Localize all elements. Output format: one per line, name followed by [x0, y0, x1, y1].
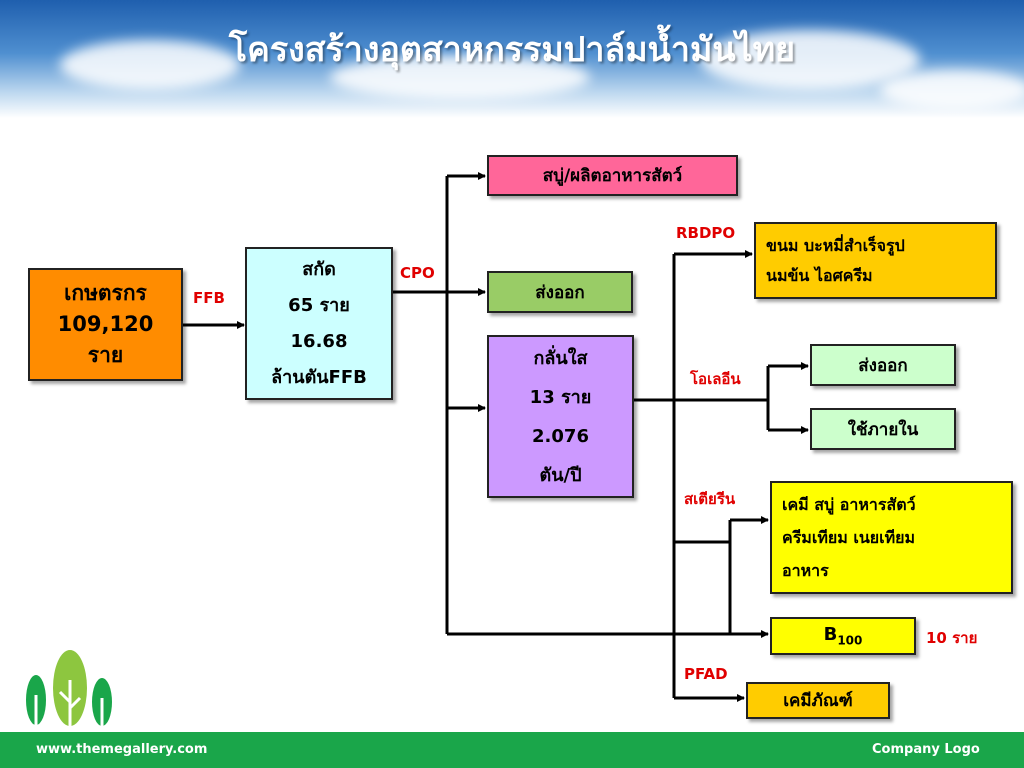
- extract-line1: สกัด: [302, 258, 336, 280]
- footer-website[interactable]: www.themegallery.com: [36, 742, 208, 757]
- refine-line3: 2.076: [532, 425, 589, 447]
- b100-subscript: 100: [837, 633, 863, 648]
- page-title: โครงสร้างอุตสาหกรรมปาล์มน้ำมันไทย: [228, 30, 796, 70]
- stearin-label: สเตียรีน: [684, 490, 736, 508]
- rbdpo-label: RBDPO: [676, 224, 736, 242]
- export-cpo-box: ส่งออก: [487, 271, 633, 313]
- refine-line4: ตัน/ปี: [539, 464, 582, 486]
- stearin-products-line1: เคมี สบู่ อาหารสัตว์: [782, 495, 916, 514]
- extract-line2: 65 ราย: [288, 294, 350, 316]
- olein-domestic-label: ใช้ภายใน: [847, 419, 919, 440]
- footer-bar: [0, 732, 1024, 768]
- farmer-line1: เกษตรกร: [64, 281, 147, 305]
- pfad-products-box: เคมีภัณฑ์: [746, 682, 890, 719]
- ffb-label: FFB: [193, 289, 225, 307]
- rbdpo-products-line2: นมข้น ไอศครีม: [766, 265, 873, 285]
- cloud-decoration: [60, 40, 240, 90]
- refine-line2: 13 ราย: [529, 386, 592, 408]
- refine-line1: กลั่นใส: [533, 347, 588, 369]
- footer-company-logo: Company Logo: [872, 742, 980, 757]
- farmer-line2: 109,120: [57, 312, 154, 336]
- cloud-decoration: [330, 55, 590, 100]
- soap-feed-box: สบู่/ผลิตอาหารสัตว์: [487, 155, 738, 196]
- farmer-box: เกษตรกร 109,120 ราย: [28, 268, 183, 381]
- stearin-products-line3: อาหาร: [782, 561, 829, 580]
- cloud-decoration: [880, 70, 1024, 110]
- tree-logo-icon: [26, 650, 112, 734]
- b100-count-label: 10 ราย: [926, 629, 978, 647]
- refine-box: กลั่นใส 13 ราย 2.076 ตัน/ปี: [487, 335, 634, 498]
- cloud-decoration: [700, 30, 920, 90]
- pfad-products-label: เคมีภัณฑ์: [783, 691, 853, 711]
- stearin-products-box: เคมี สบู่ อาหารสัตว์ ครีมเทียม เนยเทียม …: [770, 481, 1013, 594]
- b100-label: B100: [824, 624, 863, 648]
- olein-export-label: ส่งออก: [858, 355, 908, 376]
- extract-line4: ล้านตันFFB: [271, 366, 367, 388]
- b100-box: B100: [770, 617, 916, 655]
- cpo-label: CPO: [400, 264, 435, 282]
- soap-feed-label: สบู่/ผลิตอาหารสัตว์: [542, 166, 683, 186]
- olein-label: โอเลอีน: [690, 370, 741, 388]
- extract-line3: 16.68: [290, 330, 348, 352]
- olein-domestic-box: ใช้ภายใน: [810, 408, 956, 450]
- b100-main: B: [823, 624, 838, 646]
- export-cpo-label: ส่งออก: [535, 282, 585, 303]
- rbdpo-products-box: ขนม บะหมี่สำเร็จรูป นมข้น ไอศครีม: [754, 222, 997, 299]
- farmer-line3: ราย: [87, 343, 124, 367]
- header-sky-background: [0, 0, 1024, 118]
- pfad-label: PFAD: [684, 665, 728, 683]
- stearin-products-line2: ครีมเทียม เนยเทียม: [782, 528, 916, 547]
- olein-export-box: ส่งออก: [810, 344, 956, 386]
- rbdpo-products-line1: ขนม บะหมี่สำเร็จรูป: [766, 235, 905, 255]
- extract-box: สกัด 65 ราย 16.68 ล้านตันFFB: [245, 247, 393, 400]
